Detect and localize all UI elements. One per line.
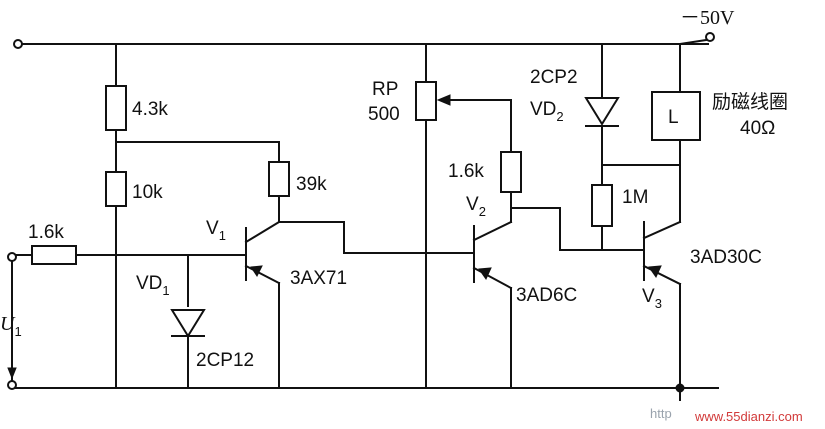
transistor-v1-part: 3AX71 <box>290 268 347 289</box>
transistor-v2-part: 3AD6C <box>516 285 577 306</box>
diode-vd2-name: VD2 <box>530 99 564 124</box>
coil-resistance: 40Ω <box>740 118 775 139</box>
input-terminal-top <box>7 252 17 262</box>
resistor-10k <box>105 171 127 207</box>
coil-label: 励磁线圈 <box>712 91 788 113</box>
resistor-4-3k-label: 4.3k <box>132 99 168 120</box>
diode-vd2-part: 2CP2 <box>530 67 578 88</box>
potentiometer-value: 500 <box>368 104 400 125</box>
ground-junction-dot <box>675 383 685 393</box>
potentiometer-name: RP <box>372 79 398 100</box>
input-arrow-icon <box>7 299 17 380</box>
resistor-1m <box>591 184 613 227</box>
watermark-prefix: http <box>650 406 672 421</box>
resistor-1-6k-v2 <box>500 151 522 193</box>
supply-terminal-left <box>13 39 23 49</box>
transistor-v2-name: V2 <box>466 194 486 219</box>
resistor-39k-label: 39k <box>296 174 327 195</box>
diode-vd1 <box>170 309 206 338</box>
diode-vd1-name: VD1 <box>136 273 170 298</box>
resistor-input-1-6k <box>31 245 77 265</box>
resistor-1m-label: 1M <box>622 187 648 208</box>
resistor-1-6k-v2-label: 1.6k <box>448 161 484 182</box>
input-terminal-bottom <box>7 380 17 390</box>
transistor-v1 <box>244 220 281 285</box>
coil-letter: L <box>668 107 679 128</box>
transistor-v3-name: V3 <box>642 286 662 311</box>
resistor-input-label: 1.6k <box>28 222 64 243</box>
wires <box>11 43 719 401</box>
coil-l-box <box>651 91 701 141</box>
resistor-39k <box>268 161 290 197</box>
resistor-10k-label: 10k <box>132 182 163 203</box>
supply-terminal-right <box>705 32 715 42</box>
transistor-v2 <box>472 220 513 290</box>
supply-voltage-label: －50V <box>680 7 735 29</box>
potentiometer-rp <box>415 81 463 121</box>
transistor-v3 <box>642 220 682 286</box>
input-voltage-label: U1 <box>0 313 22 339</box>
diode-vd2 <box>584 97 620 127</box>
watermark-site: www.55dianzi.com <box>694 409 803 424</box>
diode-vd1-part: 2CP12 <box>196 350 254 371</box>
resistor-4-3k <box>105 85 127 131</box>
transistor-v1-name: V1 <box>206 218 226 243</box>
transistor-v3-part: 3AD30C <box>690 247 762 268</box>
